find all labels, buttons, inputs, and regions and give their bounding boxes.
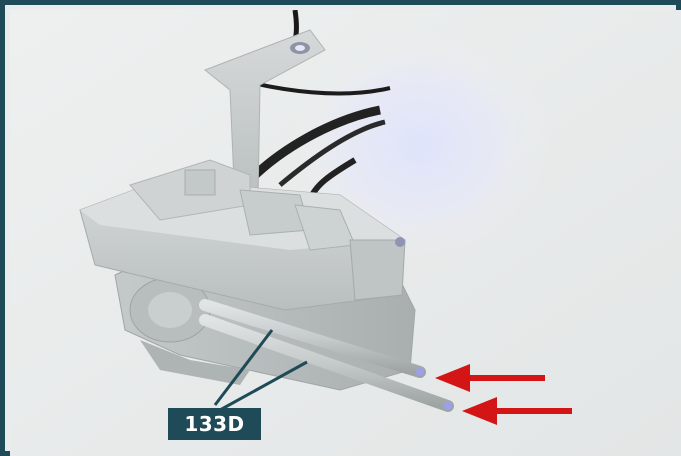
part-number-label: 133D xyxy=(168,408,261,440)
arrow-left-icon xyxy=(435,364,545,392)
arrow-left-icon xyxy=(462,397,572,425)
model-photo xyxy=(10,10,681,456)
